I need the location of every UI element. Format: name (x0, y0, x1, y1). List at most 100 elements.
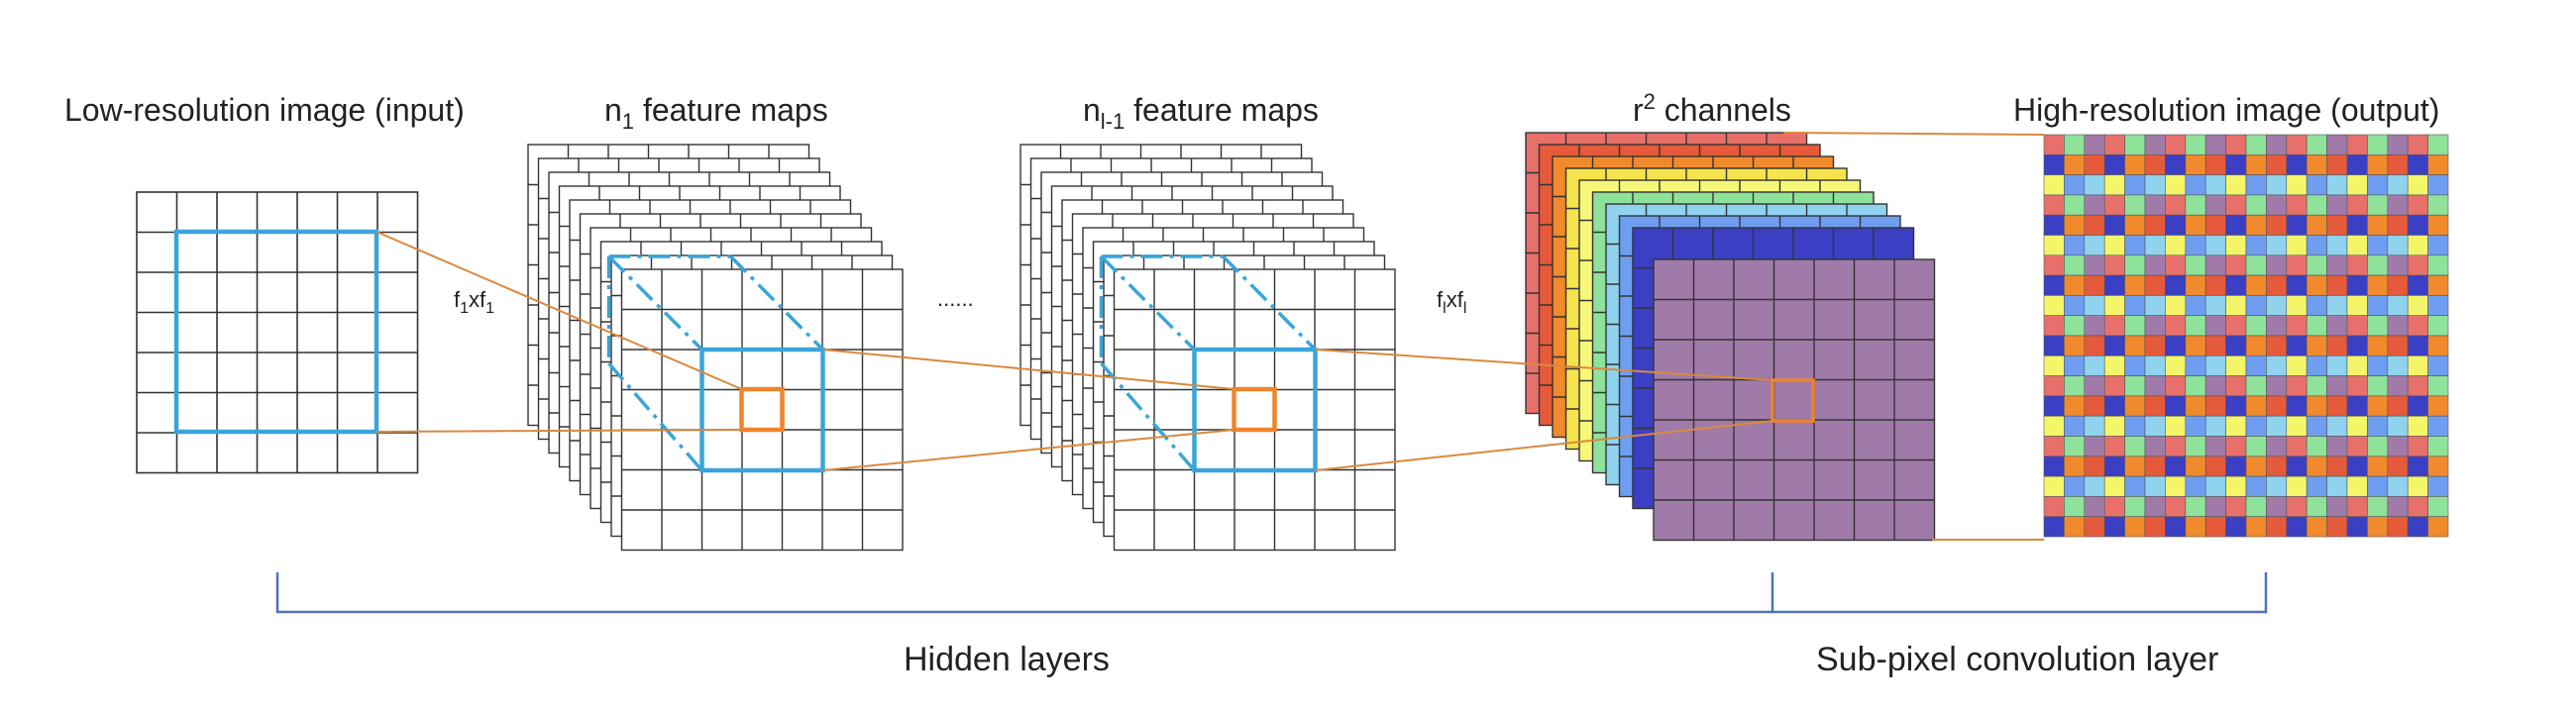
output-pixel (2064, 315, 2086, 337)
output-pixel (2185, 496, 2206, 517)
output-pixel (2185, 395, 2206, 417)
output-pixel (2266, 194, 2288, 216)
output-pixel (2204, 375, 2226, 397)
output-pixel (2084, 235, 2105, 256)
output-pixel (2124, 315, 2146, 337)
output-pixel (2064, 516, 2086, 538)
output-pixel (2407, 516, 2428, 538)
output-pixel (2103, 154, 2125, 175)
output-pixel (2306, 154, 2327, 175)
output-pixel (2165, 315, 2187, 337)
output-pixel (2266, 235, 2288, 256)
output-pixel (2286, 496, 2308, 517)
output-pixel (2367, 254, 2389, 276)
output-pixel (2103, 415, 2125, 437)
output-pixel (2103, 134, 2125, 155)
output-pixel (2367, 375, 2389, 397)
output-pixel (2043, 174, 2065, 196)
n1-orange-patch (739, 386, 785, 433)
output-pixel (2204, 134, 2226, 155)
output-pixel (2407, 456, 2428, 477)
output-pixel (2204, 354, 2226, 376)
output-pixel (2124, 235, 2146, 256)
output-pixel (2204, 456, 2226, 477)
output-pixel (2367, 134, 2389, 155)
output-pixel (2306, 354, 2327, 376)
output-pixel (2427, 214, 2449, 236)
nl1-kernel-window (1192, 347, 1318, 473)
output-pixel (2346, 516, 2368, 538)
output-pixel (2286, 456, 2308, 477)
output-pixel (2387, 174, 2409, 196)
output-pixel (2245, 516, 2267, 538)
nl1-feature-map (1113, 268, 1396, 552)
output-pixel (2124, 214, 2146, 236)
output-pixel (2144, 335, 2166, 356)
output-pixel (2144, 295, 2166, 316)
output-pixel (2407, 395, 2428, 417)
output-pixel (2387, 274, 2409, 296)
output-pixel (2204, 214, 2226, 236)
output-pixel (2185, 375, 2206, 397)
output-pixel (2084, 274, 2105, 296)
output-pixel (2346, 134, 2368, 155)
output-pixel (2326, 395, 2348, 417)
output-pixel (2043, 154, 2065, 175)
output-pixel (2367, 295, 2389, 316)
output-pixel (2185, 134, 2206, 155)
output-pixel (2043, 295, 2065, 316)
nl1-feature-map-stack (1020, 144, 1396, 552)
output-pixel (2165, 254, 2187, 276)
output-pixel (2346, 335, 2368, 356)
n1-feature-map-stack (527, 144, 904, 552)
output-pixel (2367, 274, 2389, 296)
output-pixel (2204, 415, 2226, 437)
n1-proj-bl (607, 361, 703, 472)
output-pixel (2124, 274, 2146, 296)
output-pixel (2326, 295, 2348, 316)
nl1-orange-patch (1232, 386, 1277, 433)
output-pixel (2084, 214, 2105, 236)
output-pixel (2427, 194, 2449, 216)
output-pixel (2427, 235, 2449, 256)
connector-line (822, 429, 1234, 471)
output-pixel (2427, 436, 2449, 457)
output-pixel (2427, 375, 2449, 397)
output-pixel (2043, 516, 2065, 538)
subpixel-layer-label: Sub-pixel convolution layer (1816, 641, 2218, 678)
output-pixel (2144, 354, 2166, 376)
output-pixel (2346, 496, 2368, 517)
output-pixel (2245, 436, 2267, 457)
output-pixel (2144, 154, 2166, 175)
output-pixel (2144, 375, 2166, 397)
connector-line (376, 429, 742, 433)
output-pixel (2144, 174, 2166, 196)
output-pixel (2367, 214, 2389, 236)
output-pixel (2225, 516, 2247, 538)
output-pixel (2103, 235, 2125, 256)
output-pixel (2084, 516, 2105, 538)
output-pixel (2306, 174, 2327, 196)
ellipsis-label: ...... (937, 286, 974, 311)
output-pixel (2064, 194, 2086, 216)
output-pixel (2407, 174, 2428, 196)
output-pixel (2266, 475, 2288, 497)
output-pixel (2084, 375, 2105, 397)
high-res-output-grid (2043, 134, 2449, 538)
output-pixel (2346, 436, 2368, 457)
output-pixel (2407, 235, 2428, 256)
n1-feature-maps-title: n1 feature maps (604, 92, 828, 134)
output-pixel (2124, 456, 2146, 477)
output-pixel (2043, 415, 2065, 437)
output-pixel (2306, 295, 2327, 316)
output-pixel (2306, 335, 2327, 356)
output-pixel (2326, 274, 2348, 296)
output-pixel (2204, 154, 2226, 175)
output-pixel (2367, 354, 2389, 376)
output-pixel (2043, 496, 2065, 517)
output-pixel (2064, 475, 2086, 497)
purple-channel-map (1653, 258, 1936, 542)
output-pixel (2144, 194, 2166, 216)
output-pixel (2266, 254, 2288, 276)
output-pixel (2103, 214, 2125, 236)
